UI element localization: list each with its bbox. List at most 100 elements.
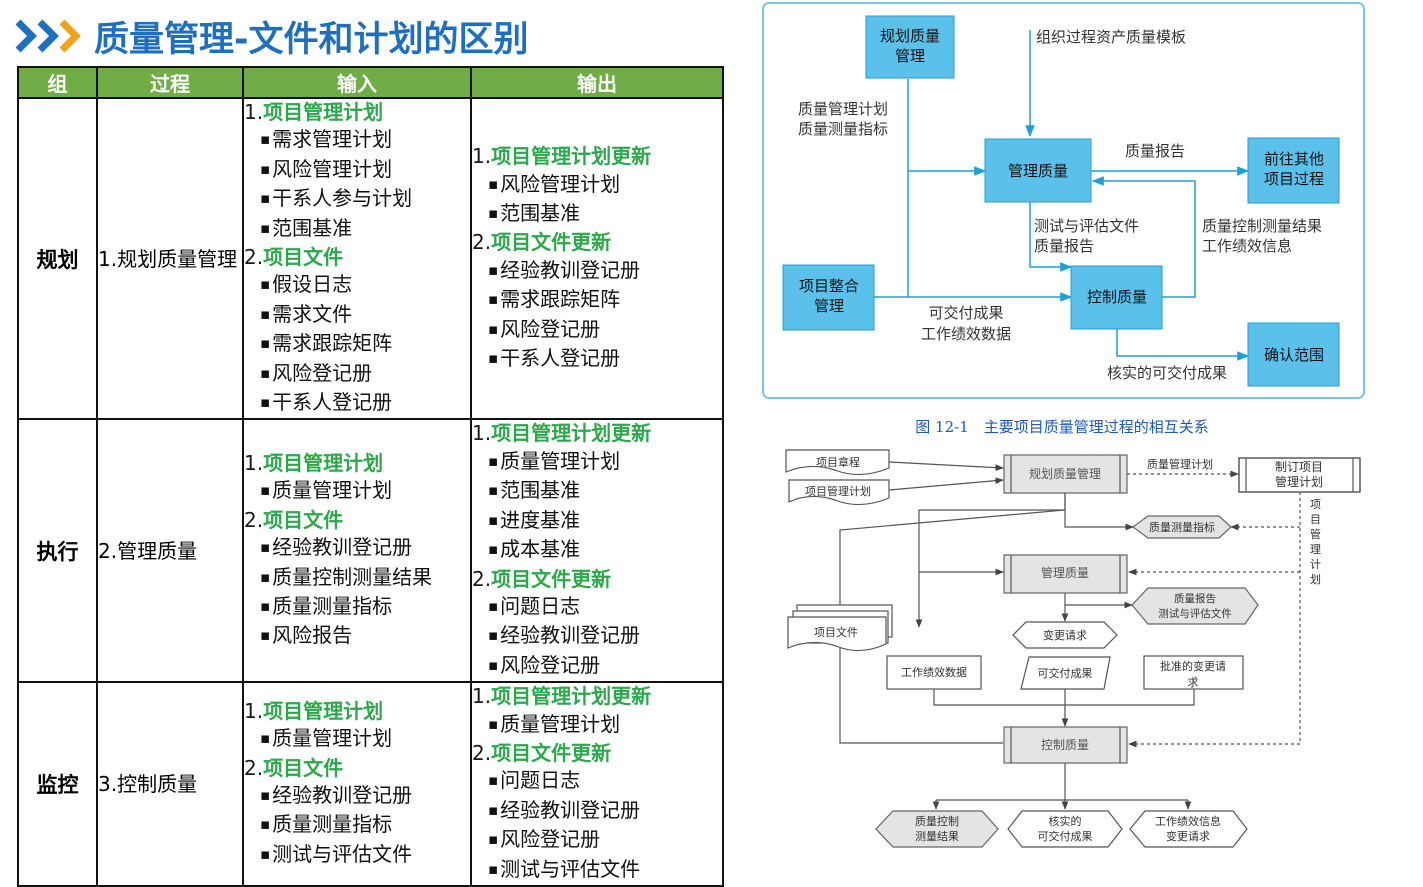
list-text: 进度基准 (500, 507, 581, 532)
list-text: 项目文件 (263, 507, 344, 532)
list-text: 干系人登记册 (500, 345, 621, 370)
list-item: 经验教训登记册 (244, 782, 470, 811)
list-text: 风险管理计划 (500, 171, 621, 196)
list-heading: 1.项目管理计划 (244, 698, 470, 725)
label-plan-out: 质量管理计划质量测量指标 (798, 100, 888, 138)
node-integration (782, 264, 875, 331)
fc-report: 质量报告测试与评估文件 (1158, 592, 1232, 620)
list-item: 质量管理计划 (244, 725, 470, 754)
list-item: 经验教训登记册 (472, 797, 722, 826)
list-heading: 1.项目管理计划更新 (472, 683, 722, 710)
list-text: 风险登记册 (500, 652, 601, 677)
fc-change-req: 变更请求 (1043, 628, 1087, 642)
list-item: 需求文件 (244, 301, 470, 330)
process-cell: 1.规划质量管理 (96, 96, 244, 421)
process-cell: 2.管理质量 (96, 418, 244, 684)
table-row: 规划1.规划质量管理1.项目管理计划需求管理计划风险管理计划干系人参与计划范围基… (17, 96, 724, 421)
header-process: 过程 (96, 66, 244, 99)
node-control-quality (1070, 265, 1163, 330)
list-number: 2. (244, 245, 264, 270)
node-plan-text: 规划质量管理 (880, 27, 940, 65)
group-cell: 规划 (17, 96, 98, 421)
list-text: 风险管理计划 (272, 156, 393, 181)
fc-out-verified: 核实的可交付成果 (1038, 814, 1093, 843)
list-text: 经验教训登记册 (272, 783, 413, 808)
fc-plan: 规划质量管理 (1029, 466, 1101, 481)
list-number: 1. (244, 450, 264, 475)
triple-chevron-right-icon (15, 19, 81, 53)
list-item: 风险登记册 (244, 360, 470, 389)
list-item: 需求跟踪矩阵 (472, 286, 722, 315)
list-item: 质量管理计划 (472, 448, 722, 477)
table-header-row: 组 过程 输入 输出 (17, 66, 724, 99)
node-manage-text: 管理质量 (1008, 162, 1068, 180)
list-text: 需求跟踪矩阵 (500, 287, 621, 312)
list-item: 经验教训登记册 (472, 257, 722, 286)
list-item: 风险报告 (244, 622, 470, 651)
node-validate-scope (1247, 322, 1340, 387)
outputs-cell: 1.项目管理计划更新质量管理计划范围基准进度基准成本基准2.项目文件更新问题日志… (470, 418, 724, 684)
list-heading: 1.项目管理计划更新 (472, 420, 722, 447)
list-text: 需求跟踪矩阵 (272, 331, 393, 356)
list-text: 质量管理计划 (500, 448, 621, 473)
list-text: 问题日志 (500, 593, 581, 618)
list-item: 经验教训登记册 (244, 534, 470, 563)
list-item: 风险登记册 (472, 652, 722, 681)
list-text: 成本基准 (500, 537, 581, 562)
diagrams: 规划质量管理 管理质量 前往其他项目过程 项目整合管理 控制质量 确认范围 组织… (762, 2, 1365, 848)
label-opa: 组织过程资产质量模板 (1036, 28, 1186, 46)
list-text: 项目管理计划 (263, 100, 384, 124)
list-text: 质量控制测量结果 (272, 564, 433, 589)
inputs-cell: 1.项目管理计划质量管理计划2.项目文件经验教训登记册质量控制测量结果质量测量指… (242, 418, 472, 684)
node-other-text: 前往其他项目过程 (1264, 150, 1324, 188)
fc-deliverables: 可交付成果 (1038, 666, 1093, 680)
list-text: 项目管理计划更新 (491, 144, 652, 169)
list-text: 项目文件 (263, 245, 344, 270)
list-text: 项目管理计划 (263, 450, 384, 475)
fc-out-wpi: 工作绩效信息变更请求 (1155, 814, 1221, 843)
list-number: 1. (472, 144, 492, 169)
list-item: 质量管理计划 (244, 477, 470, 506)
list-item: 测试与评估文件 (472, 856, 722, 885)
table-row: 执行2.管理质量1.项目管理计划质量管理计划2.项目文件经验教训登记册质量控制测… (17, 418, 724, 684)
list-text: 质量管理计划 (500, 711, 621, 736)
node-plan-quality (865, 15, 955, 79)
list-heading: 2.项目文件 (244, 244, 470, 271)
list-text: 质量管理计划 (272, 478, 393, 503)
list-text: 项目管理计划 (263, 698, 384, 723)
list-item: 范围基准 (244, 215, 470, 244)
list-text: 经验教训登记册 (500, 797, 641, 822)
list-item: 质量测量指标 (244, 593, 470, 622)
process-cell: 3.控制质量 (96, 681, 244, 887)
fc-control: 控制质量 (1041, 738, 1089, 752)
list-item: 风险管理计划 (472, 171, 722, 200)
fc-vertical-label: 项目管理计划 (1310, 498, 1321, 586)
list-text: 范围基准 (272, 215, 353, 240)
list-item: 风险管理计划 (244, 156, 470, 185)
list-text: 需求管理计划 (272, 127, 393, 152)
list-heading: 2.项目文件更新 (472, 740, 722, 767)
list-text: 项目文件更新 (491, 230, 612, 255)
list-text: 项目管理计划更新 (491, 684, 652, 709)
list-number: 2. (244, 755, 264, 780)
fc-charter: 项目章程 (816, 455, 860, 469)
list-text: 项目文件 (263, 755, 344, 780)
list-number: 1. (244, 100, 264, 124)
node-manage-quality (984, 138, 1092, 203)
list-heading: 2.项目文件 (244, 755, 470, 782)
list-heading: 1.项目管理计划 (244, 450, 470, 477)
list-text: 经验教训登记册 (500, 623, 641, 648)
list-number: 2. (244, 507, 264, 532)
list-item: 质量管理计划 (472, 711, 722, 740)
list-item: 范围基准 (472, 477, 722, 506)
fc-develop-plan: 制订项目管理计划 (1275, 460, 1323, 489)
list-number: 1. (244, 698, 264, 723)
list-item: 风险登记册 (472, 316, 722, 345)
figure1-caption: 图 12-1 主要项目质量管理过程的相互关系 (915, 418, 1208, 436)
list-text: 质量测量指标 (272, 812, 393, 837)
list-text: 干系人参与计划 (272, 186, 413, 211)
label-quality-report: 质量报告 (1125, 142, 1185, 160)
title-bar: 质量管理-文件和计划的区别 (14, 8, 529, 64)
node-integration-text: 项目整合管理 (799, 277, 859, 315)
fc-qm-plan: 质量管理计划 (1147, 457, 1213, 471)
